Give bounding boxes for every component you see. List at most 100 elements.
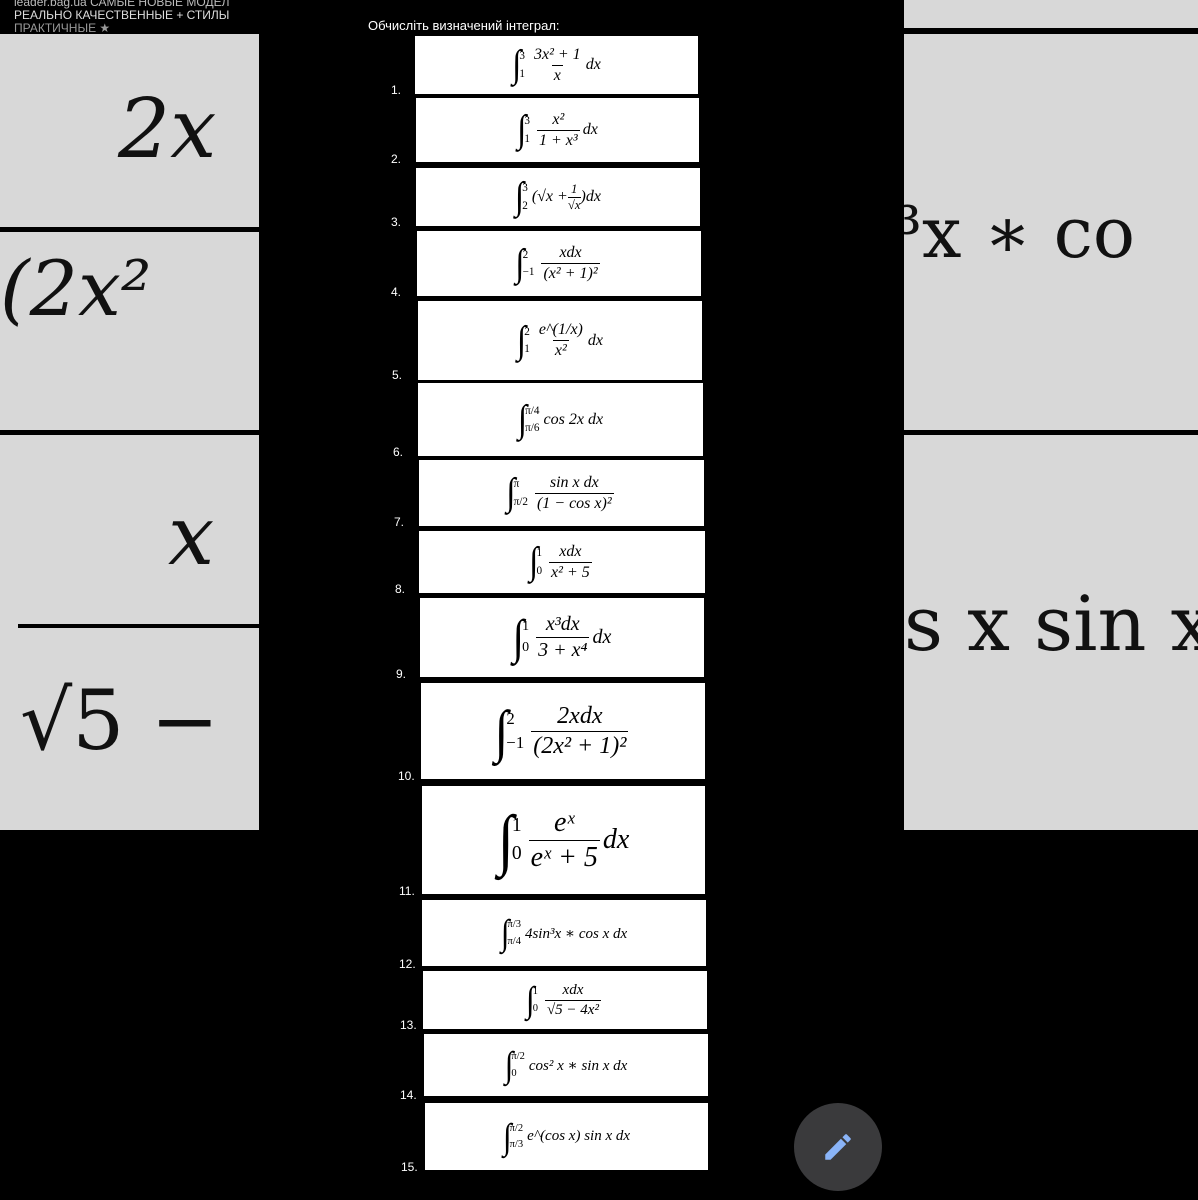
numerator: e^(1/x) [538,321,583,338]
integral-symbol: ∫ [517,397,528,441]
upper-limit: 3 [522,182,528,195]
bg-text: ³x ∗ co [904,192,1135,274]
bg-text: 2x [118,82,217,177]
numerator: xdx [559,542,582,560]
upper-limit: 3 [524,115,530,128]
denominator: x [551,64,563,84]
bg-divider [904,430,1198,435]
bg-text: (2x² [0,244,152,333]
lower-limit: 0 [511,1067,517,1079]
upper-limit: 3 [519,50,525,63]
integral-symbol: ∫ [515,175,525,218]
edit-button[interactable] [794,1103,882,1191]
lower-limit: 2 [522,199,528,212]
integrand: e^(cos x) sin x dx [527,1128,631,1144]
fraction: 2xdx(2x² + 1)² [531,703,629,760]
item-number: 4. [391,285,402,299]
pencil-icon [825,1134,851,1160]
denominator: (1 − cos x)² [534,492,614,512]
integral-sign: ∫3 2 [515,175,528,218]
lower-limit: 1 [524,343,530,356]
denominator: √5 − 4x² [544,999,601,1018]
upper-limit: 2 [506,709,515,729]
denominator: 1 + x³ [536,129,580,149]
upper-limit: π/2 [509,1122,524,1134]
integral-symbol: ∫ [500,912,510,953]
fraction: xdx√5 − 4x² [544,981,601,1019]
item-number: 7. [394,515,405,529]
fraction: e^(1/x)x² [537,321,585,360]
integral-symbol: ∫ [494,698,509,763]
numerator: x² [552,110,565,128]
denominator: √x [567,196,581,212]
differential: dx [587,331,603,349]
item-number: 6. [393,445,404,459]
integral-symbol: ∫ [517,318,527,362]
integral-symbol: ∫ [506,471,516,514]
denominator: 3 + x⁴ [536,637,590,661]
item-number: 12. [399,957,416,971]
background-photo-left: 2x (2x² x √5 − [0,34,259,830]
item-number: 5. [392,368,403,382]
differential: dx [592,626,612,648]
denominator: (x² + 1)² [541,263,600,282]
differential: dx [582,121,598,138]
item-number: 1. [391,83,402,97]
lower-limit: 1 [519,67,525,80]
bg-divider [0,430,259,435]
ad-line: РЕАЛЬНО КАЧЕСТВЕННЫЕ + СТИЛЫ [14,8,230,22]
lower-limit: 1 [524,132,530,145]
fraction: xdx(x² + 1)² [541,244,600,283]
integral-expression: ∫2−1 xdx(x² + 1)² [515,244,602,283]
numerator: x³dx [545,613,580,635]
integral-sign: ∫2−1 [515,244,535,282]
upper-limit: 1 [522,619,530,635]
integrand: (√x + [531,188,568,205]
item-number: 15. [401,1160,418,1174]
differential: )dx [580,188,601,205]
integral-symbol: ∫ [529,540,539,583]
upper-limit: 1 [532,986,538,998]
upper-limit: π/2 [511,1051,525,1063]
lower-limit: π/4 [507,935,521,947]
numerator: xdx [562,981,584,998]
background-photo-top-right [904,0,1198,28]
differential: dx [585,56,601,73]
integrand: cos² x ∗ sin x dx [528,1057,628,1074]
numerator: 3x² + 1 [533,45,581,63]
bg-text: √5 − [20,674,220,769]
item-number: 3. [391,215,402,229]
lower-limit: −1 [506,732,525,752]
numerator: eˣ [554,806,575,838]
integral-symbol: ∫ [504,1044,514,1085]
integral-sign: ∫2−1 [495,702,525,760]
upper-limit: 2 [524,325,530,338]
integral-item: ∫π/2 0 cos² x ∗ sin x dx [424,1034,708,1096]
integral-limits: 2−1 [523,249,535,278]
